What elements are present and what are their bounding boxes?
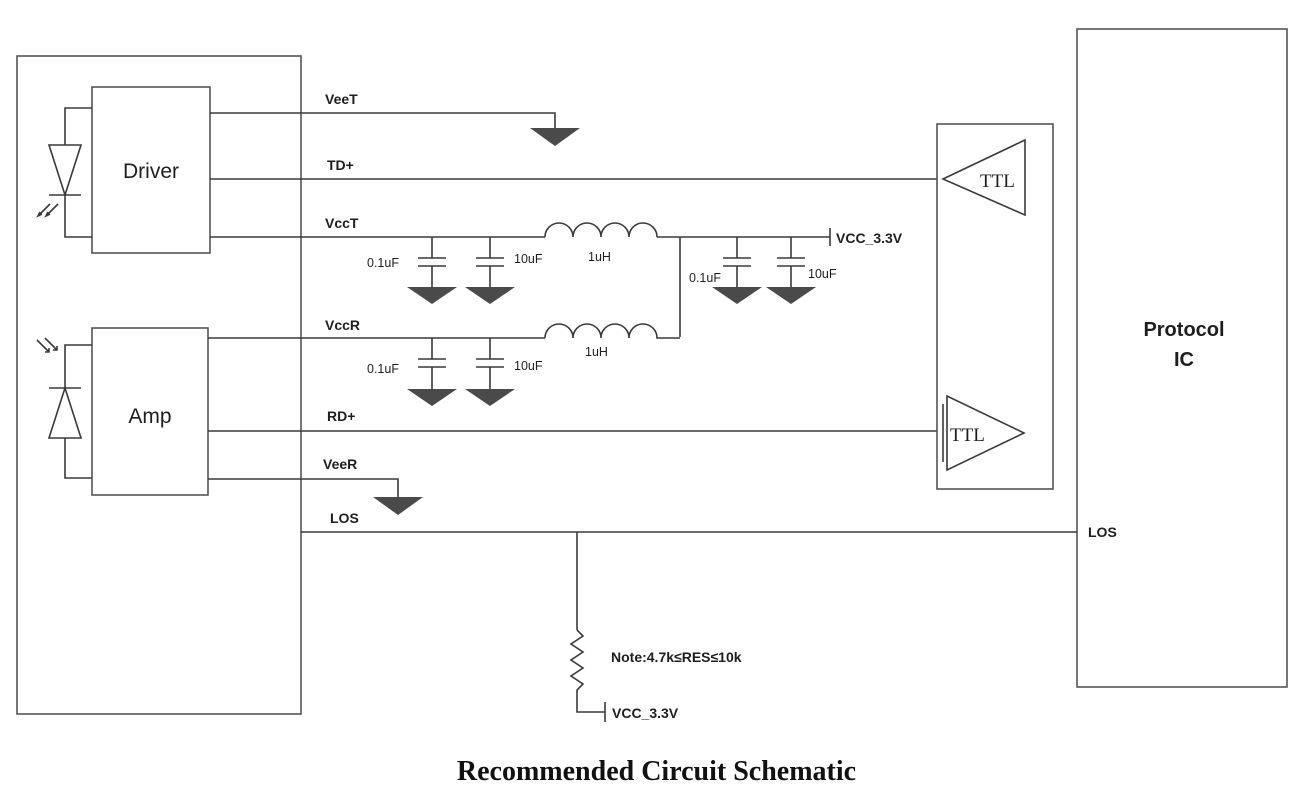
circuit-schematic: Driver Amp VeeT TD+ VccT 0.1uF 10uF 1uH …: [16, 28, 1288, 722]
supply-rail-wire: [657, 236, 830, 337]
rx-ttl-buffer-icon: TTL: [942, 394, 1026, 472]
vccr-cap-10uf: [465, 338, 515, 406]
protocol-ic-block: [1076, 28, 1288, 688]
protocol-ic-label-line2: IC: [1174, 349, 1194, 371]
vcct-cap-small-label: 0.1uF: [367, 256, 399, 270]
vccr-label: VccR: [325, 317, 360, 333]
resistor-note: Note:4.7k≤RES≤10k: [611, 649, 742, 665]
veet-wire: [210, 112, 556, 128]
vcct-cap-10uf: [465, 237, 515, 304]
vccr-cap-0.1uf: [407, 338, 457, 406]
photodiode-icon: [36, 337, 92, 479]
los-label: LOS: [330, 510, 359, 526]
figure-caption: Recommended Circuit Schematic: [456, 756, 857, 787]
vcc-supply-label: VCC_3.3V: [836, 230, 903, 246]
rx-ttl-label: TTL: [950, 425, 985, 446]
protocol-ic-label-line1: Protocol: [1143, 319, 1224, 341]
supply-cap-large-label: 10uF: [808, 267, 837, 281]
vccr-inductor-icon: [544, 323, 680, 339]
veer-wire: [208, 478, 399, 497]
vccr-cap-large-label: 10uF: [514, 359, 543, 373]
veet-label: VeeT: [325, 91, 358, 107]
veer-label: VeeR: [323, 456, 357, 472]
rd-plus-label: RD+: [327, 408, 355, 424]
tx-ttl-label: TTL: [980, 171, 1015, 192]
amp-block: Amp: [91, 327, 209, 496]
amp-label: Amp: [128, 405, 171, 428]
supply-cap-0.1uf: [712, 237, 762, 304]
vcct-inductor-icon: [544, 222, 658, 238]
laser-diode-icon: [36, 107, 92, 238]
supply-cap-10uf: [766, 237, 816, 304]
supply-cap-small-label: 0.1uF: [689, 271, 721, 285]
driver-block: Driver: [91, 86, 211, 254]
driver-label: Driver: [123, 160, 179, 183]
los-pin-label: LOS: [1088, 524, 1117, 540]
veet-ground-icon: [530, 128, 580, 146]
vcc-pullup-label: VCC_3.3V: [612, 705, 679, 721]
tx-ttl-buffer-icon: TTL: [941, 138, 1026, 217]
vccr-cap-small-label: 0.1uF: [367, 362, 399, 376]
pullup-resistor-icon: [569, 629, 605, 713]
vcct-cap-0.1uf: [407, 237, 457, 304]
vcct-cap-large-label: 10uF: [514, 252, 543, 266]
vccr-inductor-label: 1uH: [585, 345, 608, 359]
td-plus-label: TD+: [327, 157, 354, 173]
vcct-inductor-label: 1uH: [588, 250, 611, 264]
veer-ground-icon: [373, 497, 423, 515]
vcct-label: VccT: [325, 215, 359, 231]
